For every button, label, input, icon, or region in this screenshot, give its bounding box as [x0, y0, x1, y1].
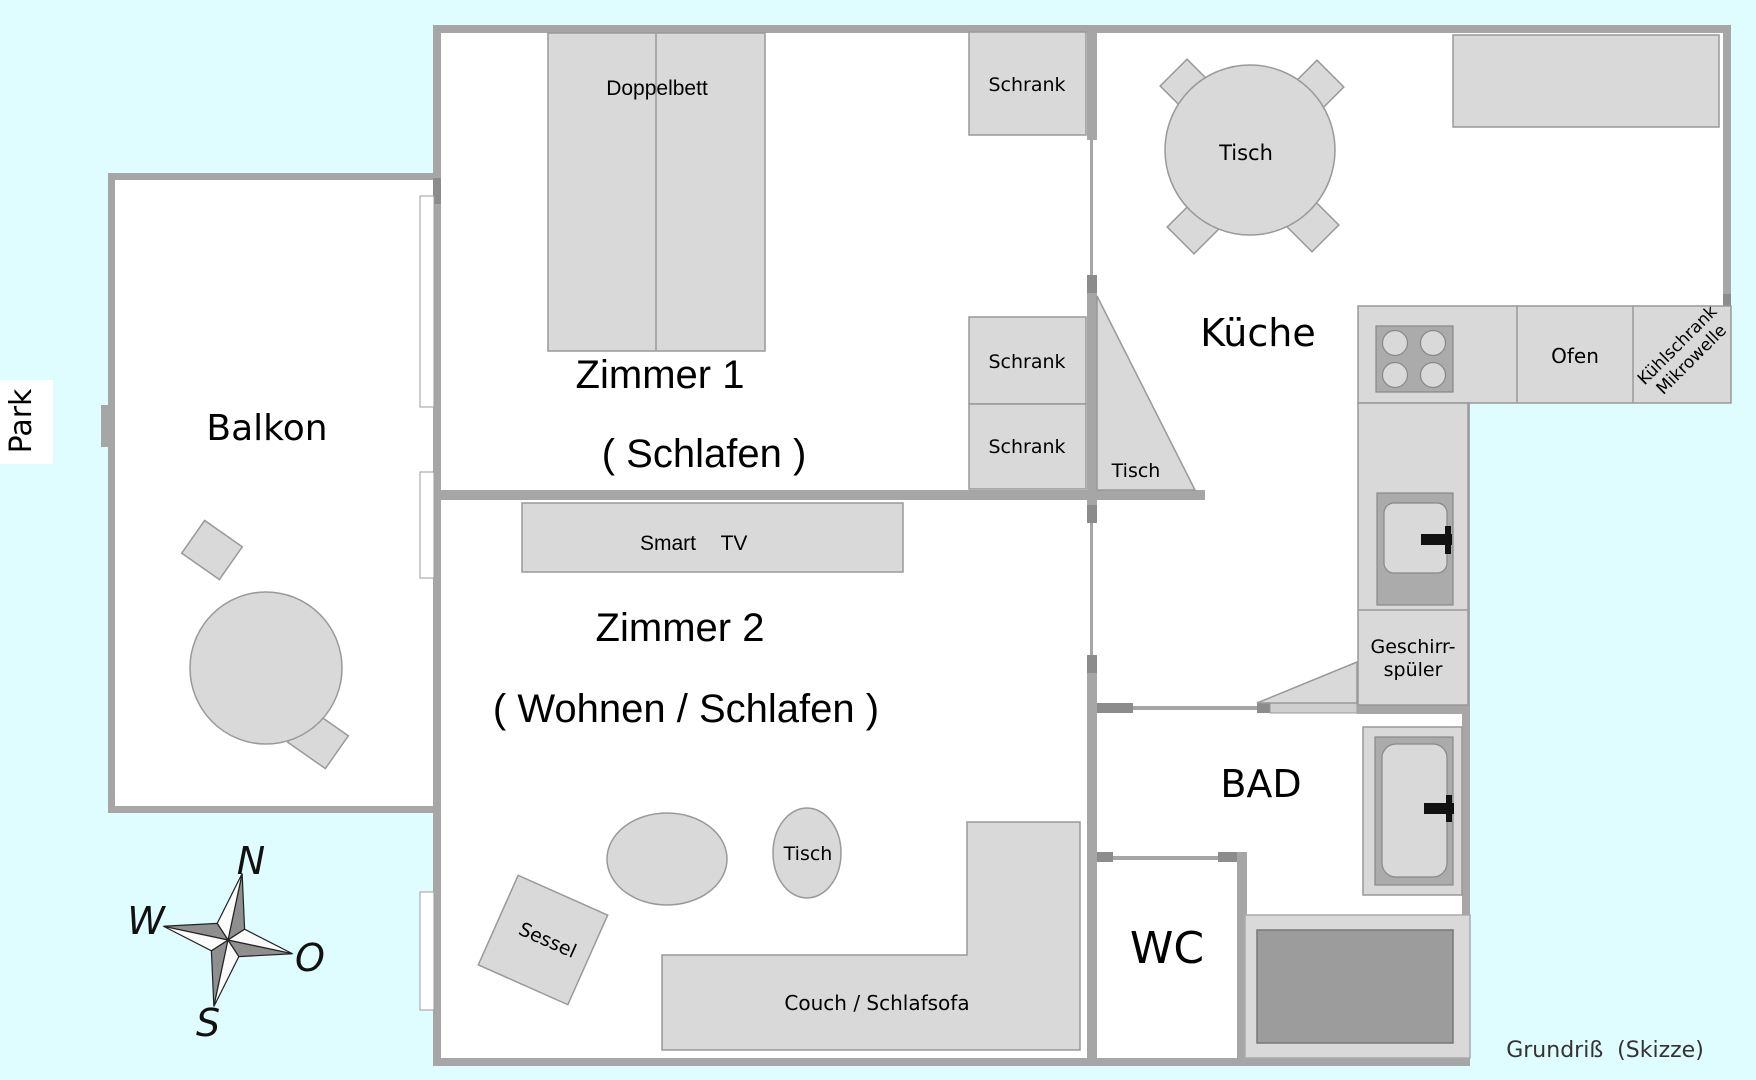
smart-tv-label-word2: TV [721, 532, 748, 555]
herdplatte [1419, 329, 1447, 357]
wall-kueche-bad-thin [1133, 706, 1257, 710]
herdplatte [1419, 361, 1447, 389]
balkontisch [189, 591, 343, 745]
wasserhahn-icon [1424, 803, 1454, 814]
wall-stub [433, 178, 441, 204]
chair [180, 519, 244, 581]
compass-arm-south [213, 938, 240, 1007]
compass-label-east: O [295, 936, 325, 980]
schrank-3 [968, 403, 1087, 490]
wall-stub [1087, 275, 1097, 293]
couch-label: Couch / Schlafsofa [784, 991, 969, 1015]
zimmer2-furniture [477, 502, 1081, 1051]
kuechentisch-group [1159, 58, 1345, 255]
wall-zimmer1-kueche-upper [1087, 25, 1097, 140]
sketch-title: Grundriß (Skizze) [1506, 1038, 1704, 1063]
couch-schlafsofa [661, 821, 1081, 1051]
wall-stub [1087, 505, 1097, 523]
labels: Doppelbett Zimmer 1 ( Schlafen ) Zimmer … [4, 74, 1731, 1063]
bad-door-swing [1256, 660, 1358, 704]
kuechentisch [1164, 64, 1336, 236]
room-label-zimmer1: Zimmer 1 [576, 353, 745, 397]
wall-outer-bottom [433, 1058, 1470, 1066]
wall-outer-top [433, 25, 1731, 33]
wall-balcony-left [108, 173, 115, 813]
herdplatte [1381, 361, 1409, 389]
wall-balcony-post [101, 405, 109, 447]
wall-kueche-bad-right [1357, 704, 1470, 714]
compass-label-west: W [127, 899, 166, 943]
compass-arm-east [226, 928, 293, 955]
park-label-box [0, 380, 53, 464]
doppelbett-label: Doppelbett [606, 77, 708, 100]
wall-wc-stub-right [1218, 852, 1247, 862]
wall-zimmer2-bad-wc [1087, 655, 1097, 1066]
wall-opening-zimmer1-kueche [1090, 140, 1093, 275]
dusche [1256, 929, 1454, 1044]
wall-wc-stub-left [1097, 852, 1113, 862]
room-label-balkon: Balkon [206, 408, 327, 449]
window-zimmer2 [419, 891, 435, 1011]
ofen-label: Ofen [1551, 344, 1599, 368]
wall-zimmer1-kueche-mid [1087, 275, 1097, 523]
ecktisch [1096, 295, 1197, 491]
wall-bad-door-hinge [1257, 703, 1270, 713]
kueche-regal [1452, 34, 1720, 128]
wasserhahn-icon [1445, 526, 1451, 554]
park-label: Park [4, 388, 39, 453]
zimmer1-furniture [547, 31, 1087, 490]
schrank-2-label: Schrank [988, 351, 1065, 373]
room-label-kueche: Küche [1200, 311, 1315, 355]
compass-label-north: N [237, 839, 265, 883]
wasserhahn-icon [1446, 795, 1452, 822]
geschirrspueler-label-line2: spüler [1384, 659, 1443, 681]
room-label-wc: WC [1130, 923, 1204, 974]
wall-balcony-top [108, 173, 433, 180]
beistelltisch [772, 807, 842, 899]
schrank-3-label: Schrank [988, 436, 1065, 458]
kueche-furniture [1096, 34, 1732, 706]
wall-kueche-bad-stub-left [1097, 703, 1133, 713]
schrank-2 [968, 316, 1087, 405]
wall-balcony-bottom [108, 806, 441, 813]
compass-rose: N W O S [127, 839, 325, 1045]
ecktisch-label: Tisch [1111, 460, 1161, 482]
smart-tv-label-word1: Smart [640, 532, 696, 555]
sessel [477, 874, 609, 1006]
beistelltisch-label: Tisch [783, 843, 833, 865]
balcony-door-window [419, 195, 435, 408]
schrank-1-label: Schrank [988, 74, 1065, 96]
wasserhahn-icon [1421, 534, 1452, 545]
walls [101, 25, 1731, 1066]
schrank-1 [968, 31, 1087, 136]
wall-outer-right-upper [1723, 25, 1731, 306]
room-sublabel-zimmer2: ( Wohnen / Schlafen ) [493, 687, 879, 731]
compass-label-south: S [196, 1001, 220, 1045]
smart-tv [521, 502, 904, 573]
wall-zimmer1-zimmer2 [433, 490, 1205, 500]
room-label-bad: BAD [1220, 762, 1301, 806]
wall-outer-left [433, 25, 441, 1066]
balkon-furniture [180, 519, 350, 770]
room-label-zimmer2: Zimmer 2 [596, 606, 765, 650]
bad-furniture [1244, 726, 1471, 1059]
windows [419, 195, 435, 1011]
wall-stub [1087, 655, 1097, 673]
geschirrspueler-label-line1: Geschirr- [1370, 636, 1455, 658]
herdplatte [1381, 329, 1409, 357]
wall-opening-zimmer2-flur [1090, 523, 1093, 655]
room-sublabel-zimmer1: ( Schlafen ) [602, 432, 807, 476]
window-balkon [419, 471, 435, 579]
teppich-oval [606, 812, 728, 906]
wall-outer-right-lower [1462, 403, 1470, 1066]
compass-arm-west [163, 925, 230, 952]
wall-wc-right [1237, 852, 1247, 1066]
wall-wc-door-opening [1113, 856, 1218, 860]
wall-stub [1723, 294, 1731, 306]
kuechentisch-label: Tisch [1218, 141, 1273, 165]
